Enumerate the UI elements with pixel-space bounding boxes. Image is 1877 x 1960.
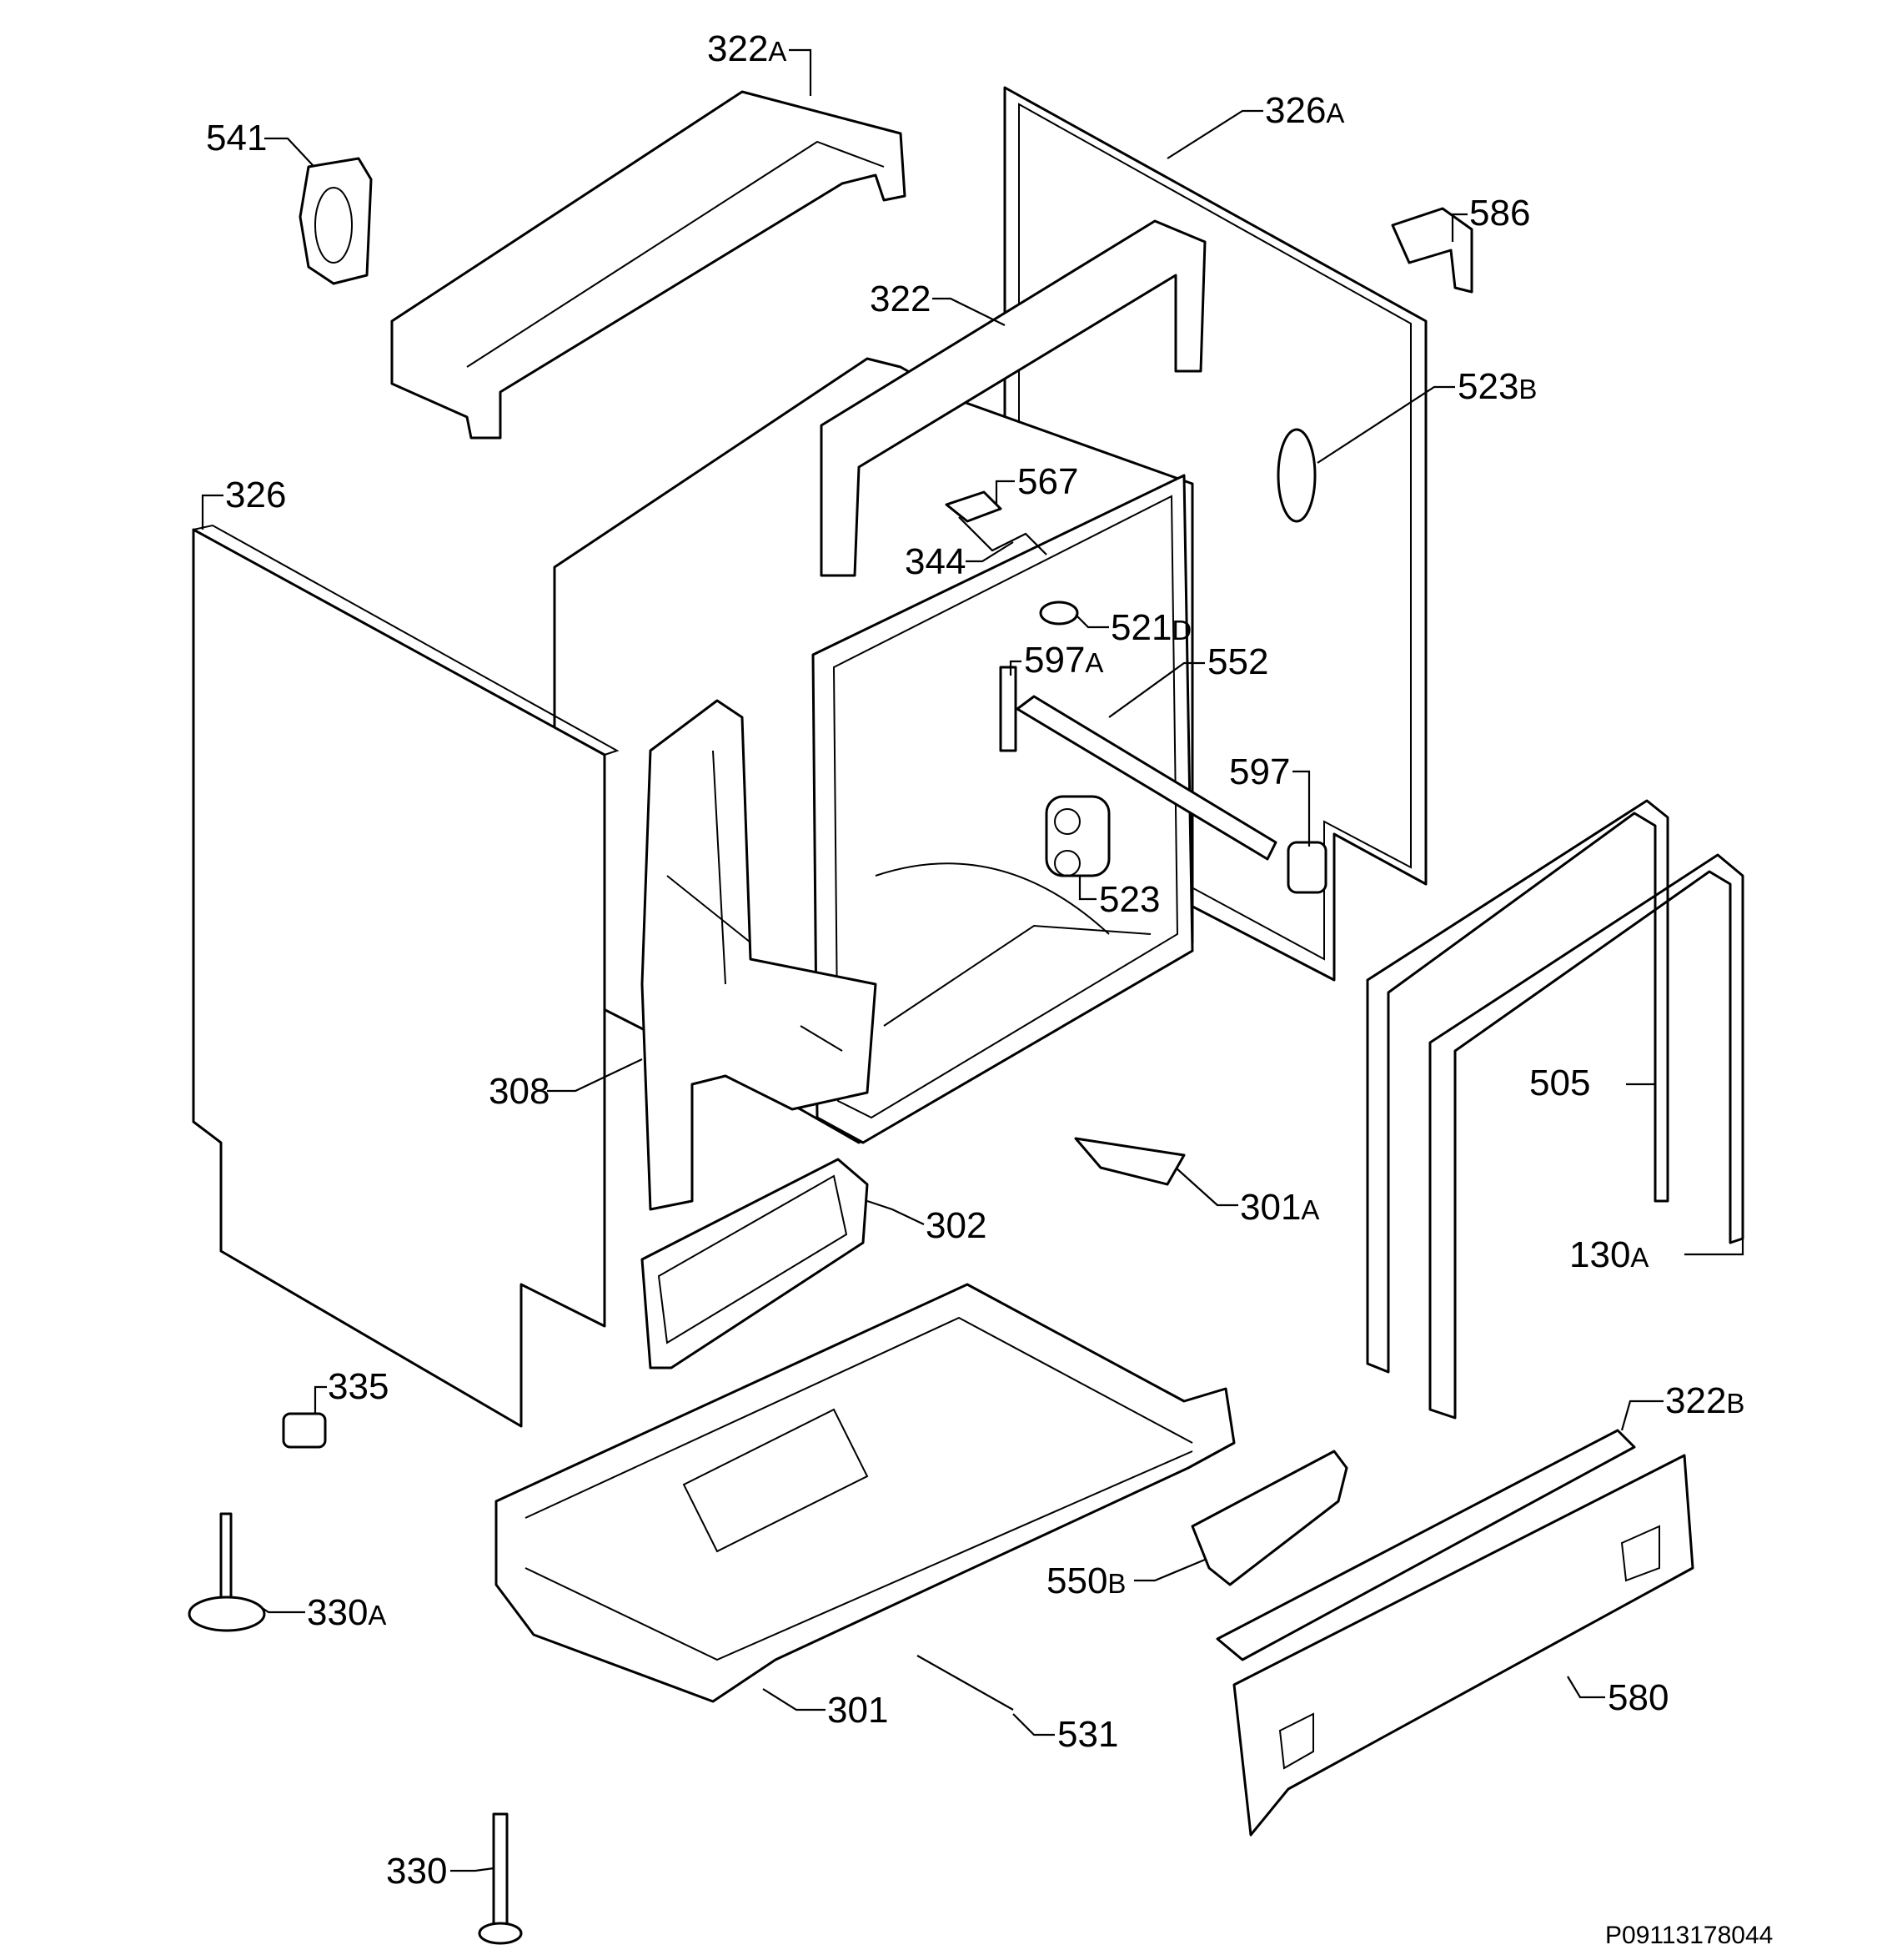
label-308: 308 — [489, 1071, 550, 1112]
part-330-screw — [478, 1812, 523, 1945]
label-505: 505 — [1529, 1063, 1590, 1103]
label-523: 523 — [1099, 879, 1160, 920]
part-330a-foot — [188, 1512, 266, 1632]
part-301-base — [494, 1283, 1236, 1703]
part-523b-grommet — [1277, 428, 1317, 523]
label-523b: 523B — [1458, 366, 1537, 407]
label-130a: 130A — [1569, 1234, 1649, 1275]
part-335-nut — [282, 1412, 327, 1449]
part-586-bracket — [1391, 207, 1473, 294]
label-521d: 521D — [1111, 607, 1192, 648]
part-505-gasket — [1366, 799, 1669, 1374]
label-322: 322 — [870, 279, 931, 319]
part-552-rail — [1016, 695, 1277, 861]
drawing-code: P09113178044 — [1605, 1922, 1773, 1949]
part-308-hinge — [640, 699, 877, 1211]
label-326a: 326A — [1265, 90, 1344, 131]
label-550b: 550B — [1046, 1560, 1126, 1601]
part-322-frame — [820, 219, 1207, 577]
part-597-clip — [1287, 841, 1327, 894]
label-552: 552 — [1207, 641, 1268, 682]
label-326: 326 — [225, 475, 286, 515]
part-580-kickplate — [1232, 1454, 1694, 1837]
label-301a: 301A — [1240, 1187, 1319, 1228]
label-330a: 330A — [307, 1592, 386, 1633]
label-322a: 322A — [707, 28, 786, 69]
label-344: 344 — [905, 541, 966, 582]
label-580: 580 — [1608, 1677, 1669, 1718]
label-302: 302 — [926, 1205, 986, 1246]
label-330: 330 — [386, 1851, 447, 1892]
part-301a-plate — [1074, 1137, 1186, 1186]
label-531: 531 — [1057, 1714, 1118, 1755]
part-567-clip — [945, 490, 1002, 523]
part-550b-bracket — [1191, 1450, 1348, 1586]
label-301: 301 — [827, 1690, 888, 1731]
label-567: 567 — [1017, 461, 1078, 502]
part-302-frame — [640, 1158, 869, 1369]
part-322a-top-rail — [390, 90, 906, 440]
leader-lines — [201, 48, 1744, 1872]
part-597a-pin — [999, 666, 1017, 752]
label-322b: 322B — [1665, 1380, 1744, 1421]
part-541-clip — [299, 157, 373, 285]
part-labels: 322A 326A 541 586 322 523B 326 567 344 5… — [206, 28, 1744, 1892]
label-586: 586 — [1469, 193, 1530, 234]
label-541: 541 — [206, 118, 267, 158]
part-531-pin — [916, 1655, 1014, 1711]
part-521d-plug — [1039, 601, 1079, 626]
label-597: 597 — [1229, 751, 1290, 792]
part-130a-seal — [1428, 853, 1744, 1420]
label-335: 335 — [328, 1366, 389, 1407]
label-597a: 597A — [1024, 640, 1103, 681]
part-322b-rail — [1216, 1429, 1636, 1661]
part-523-grommets — [1045, 795, 1111, 877]
part-344-spring — [958, 516, 1047, 555]
